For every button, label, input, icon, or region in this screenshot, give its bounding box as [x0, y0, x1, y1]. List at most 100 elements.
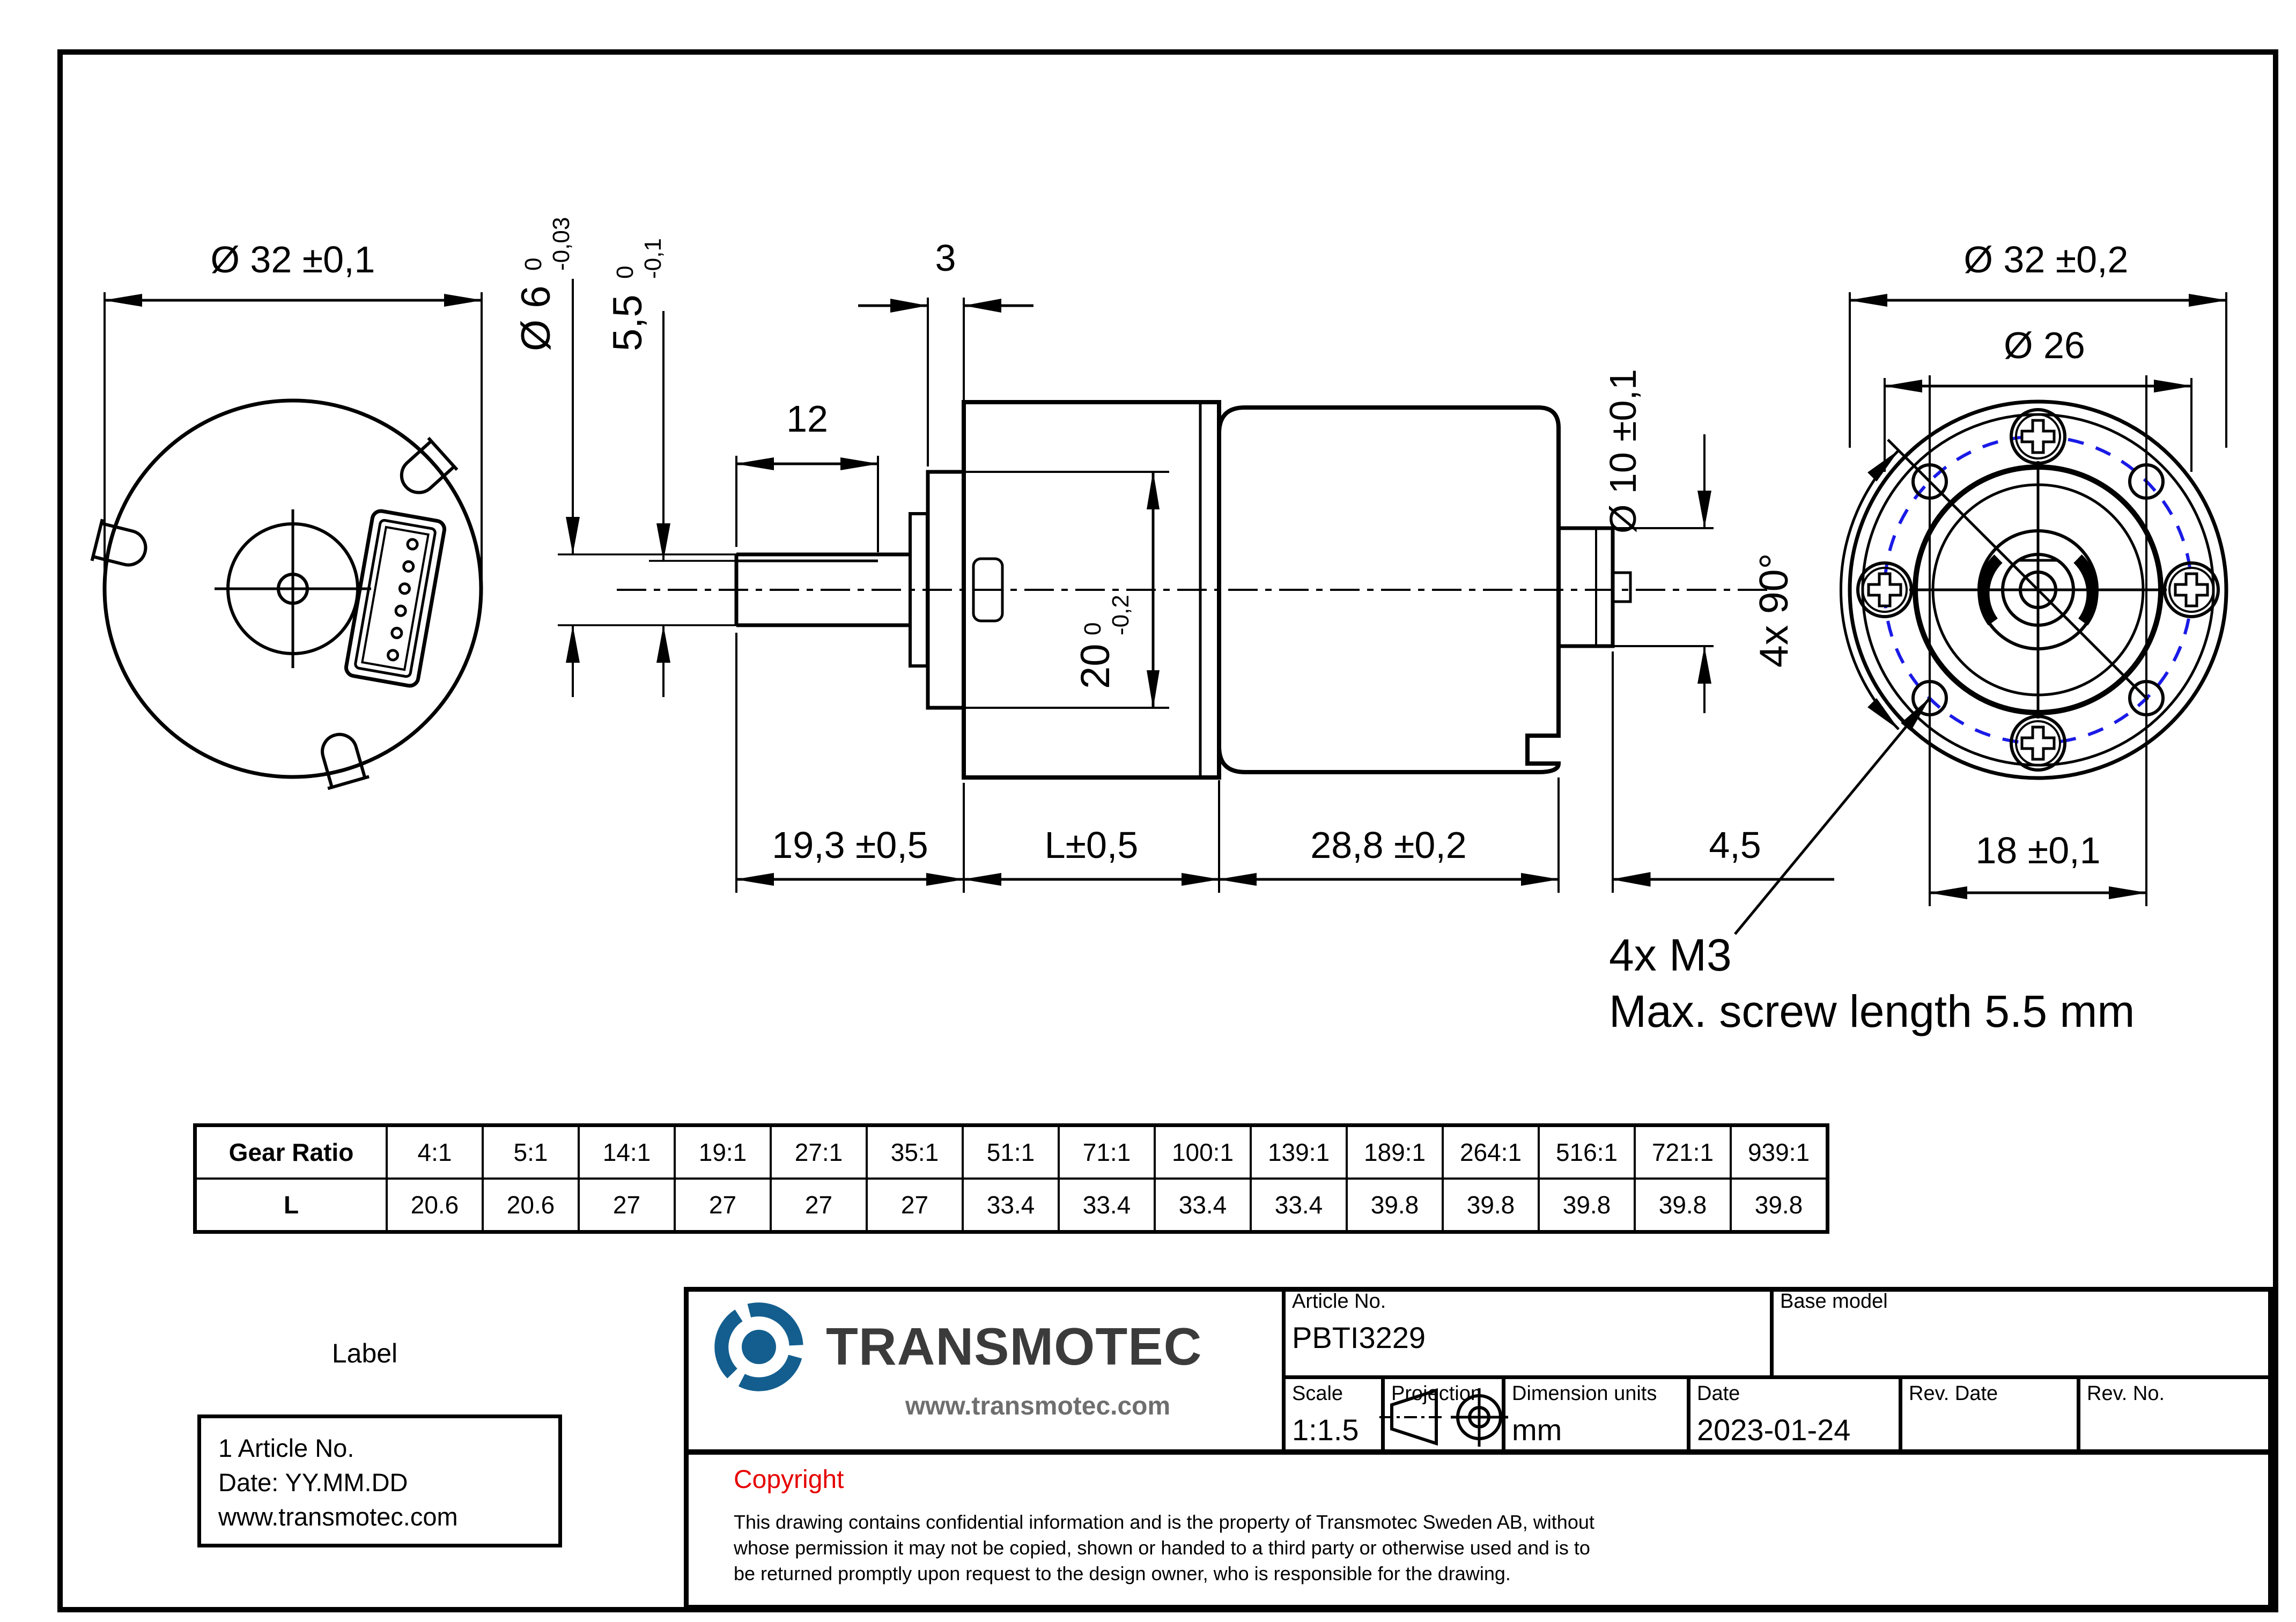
dim-pilot-dia-text: 20: [1073, 643, 1118, 689]
side-view: [558, 400, 1770, 780]
label-line-date: Date: YY.MM.DD: [218, 1468, 408, 1497]
article-no-value: PBTI3229: [1292, 1321, 1426, 1354]
dim-shaft-flat-text: 5,5: [605, 294, 651, 351]
length-cell-1: 20.6: [482, 1177, 580, 1233]
gear-ratio-cell-2: 14:1: [578, 1124, 676, 1180]
length-cell-6: 33.4: [962, 1177, 1060, 1233]
dim-bolt-circle-text: Ø 26: [2004, 324, 2085, 366]
gear-ratio-header: Gear Ratio: [194, 1124, 388, 1180]
dim-pilot-dia-tol-top: 0: [1080, 623, 1106, 635]
dim-shaft-dia-text: Ø 6: [513, 286, 559, 352]
length-cell-13: 39.8: [1634, 1177, 1732, 1233]
label-line-article: 1 Article No.: [218, 1434, 355, 1462]
date-cell: Date 2023-01-24: [1687, 1375, 1899, 1453]
label-line-url: www.transmotec.com: [218, 1502, 458, 1531]
gear-ratio-cell-14: 939:1: [1730, 1124, 1829, 1180]
units-cell: Dimension units mm: [1502, 1375, 1687, 1453]
units-label: Dimension units: [1512, 1382, 1657, 1405]
length-cell-11: 39.8: [1442, 1177, 1540, 1233]
length-cell-8: 33.4: [1154, 1177, 1252, 1233]
dim-shaft-dia-tol-top: 0: [520, 258, 547, 271]
copyright-section: Copyright This drawing contains confiden…: [684, 1449, 2273, 1610]
brand-wordmark: TRANSMOTEC: [826, 1317, 1202, 1376]
label-box: 1 Article No. Date: YY.MM.DD www.transmo…: [197, 1414, 562, 1547]
scale-value: 1:1.5: [1292, 1413, 1359, 1447]
base-model-label: Base model: [1780, 1290, 1888, 1313]
dim-shaft-flat: 5,5 0 -0,1: [605, 238, 670, 697]
phillips-screw-icon: [2010, 408, 2066, 465]
length-cell-5: 27: [866, 1177, 964, 1233]
dim-front-dia: Ø 32 ±0,2: [1849, 239, 2227, 448]
gear-ratio-cell-9: 139:1: [1250, 1124, 1348, 1180]
frustum-icon: [1390, 1388, 1438, 1446]
phillips-screw-icon: [2010, 715, 2066, 772]
length-cell-2: 27: [578, 1177, 676, 1233]
date-label: Date: [1697, 1382, 1740, 1405]
dim-front-dia-text: Ø 32 ±0,2: [1964, 239, 2129, 280]
gear-ratio-cell-11: 264:1: [1442, 1124, 1540, 1180]
dim-pilot-len-text: 3: [935, 237, 956, 279]
length-cell-4: 27: [770, 1177, 868, 1233]
copyright-line-1: This drawing contains confidential infor…: [734, 1511, 1594, 1533]
dim-shaft-flat-tol-top: 0: [612, 266, 638, 279]
front-view: [1848, 399, 2228, 780]
dim-rear-boss-dia: Ø 10 ±0,1: [1602, 369, 1714, 713]
projection-cell: Projection: [1381, 1375, 1502, 1453]
length-cell-10: 39.8: [1346, 1177, 1444, 1233]
rear-view: [90, 398, 483, 790]
mount-tab-icon: [321, 732, 370, 790]
scale-cell: Scale 1:1.5: [1282, 1375, 1381, 1453]
length-cell-7: 33.4: [1058, 1177, 1156, 1233]
dim-flat-len-text: 12: [786, 398, 828, 440]
dim-pilot-dia: 20 0 -0,2: [928, 471, 1169, 709]
date-value: 2023-01-24: [1697, 1413, 1851, 1447]
dim-hole-angle: 4x 90°: [1751, 439, 2149, 730]
copyright-title: Copyright: [734, 1465, 844, 1494]
length-cell-3: 27: [674, 1177, 772, 1233]
dim-shaft-dia-tol-bot: -0,03: [548, 217, 574, 271]
dim-shaft-dia: Ø 6 0 -0,03: [513, 217, 580, 697]
gear-ratio-cell-13: 721:1: [1634, 1124, 1732, 1180]
rev-no-label: Rev. No.: [2087, 1382, 2165, 1405]
rev-no-cell: Rev. No.: [2077, 1375, 2273, 1453]
dim-hole-span-text: 18 ±0,1: [1975, 829, 2100, 871]
gear-ratio-cell-0: 4:1: [386, 1124, 484, 1180]
base-model-cell: Base model: [1770, 1287, 2273, 1375]
gear-ratio-cell-1: 5:1: [482, 1124, 580, 1180]
copyright-line-2: whose permission it may not be copied, s…: [734, 1537, 1590, 1559]
gear-ratio-cell-5: 35:1: [866, 1124, 964, 1180]
scale-label: Scale: [1292, 1382, 1343, 1405]
phillips-screw-icon: [2163, 561, 2220, 618]
gear-ratio-cell-4: 27:1: [770, 1124, 868, 1180]
dim-pilot-len: 3: [858, 237, 1033, 466]
dim-hole-angle-text: 4x 90°: [1751, 553, 1796, 668]
length-row-label: L: [194, 1177, 388, 1233]
transmotec-logo-icon: [714, 1302, 803, 1391]
brand-url: www.transmotec.com: [905, 1392, 1171, 1420]
mount-tab-icon: [90, 519, 147, 567]
screw-note: 4x M3 Max. screw length 5.5 mm: [1609, 697, 2135, 1036]
dim-motor-len-text: 28,8 ±0,2: [1310, 824, 1466, 866]
screw-note-line2: Max. screw length 5.5 mm: [1609, 986, 2135, 1036]
length-cell-14: 39.8: [1730, 1177, 1829, 1233]
target-icon: [1451, 1388, 1508, 1447]
dim-pilot-dia-tol-bot: -0,2: [1108, 595, 1134, 635]
dim-rear-boss-len-text: 4,5: [1709, 824, 1761, 866]
rev-date-cell: Rev. Date: [1899, 1375, 2077, 1453]
gear-ratio-cell-12: 516:1: [1538, 1124, 1636, 1180]
gear-ratio-cell-8: 100:1: [1154, 1124, 1252, 1180]
dim-rear-dia-text: Ø 32 ±0,1: [211, 239, 375, 280]
gear-ratio-cell-3: 19:1: [674, 1124, 772, 1180]
drawing-frame: [57, 49, 2278, 1612]
title-block: [684, 1287, 2273, 1610]
length-cell-12: 39.8: [1538, 1177, 1636, 1233]
gear-ratio-cell-10: 189:1: [1346, 1124, 1444, 1180]
label-title: Label: [331, 1338, 398, 1368]
dim-hole-span: 18 ±0,1: [1929, 375, 2147, 906]
copyright-line-3: be returned promptly upon request to the…: [734, 1562, 1511, 1584]
